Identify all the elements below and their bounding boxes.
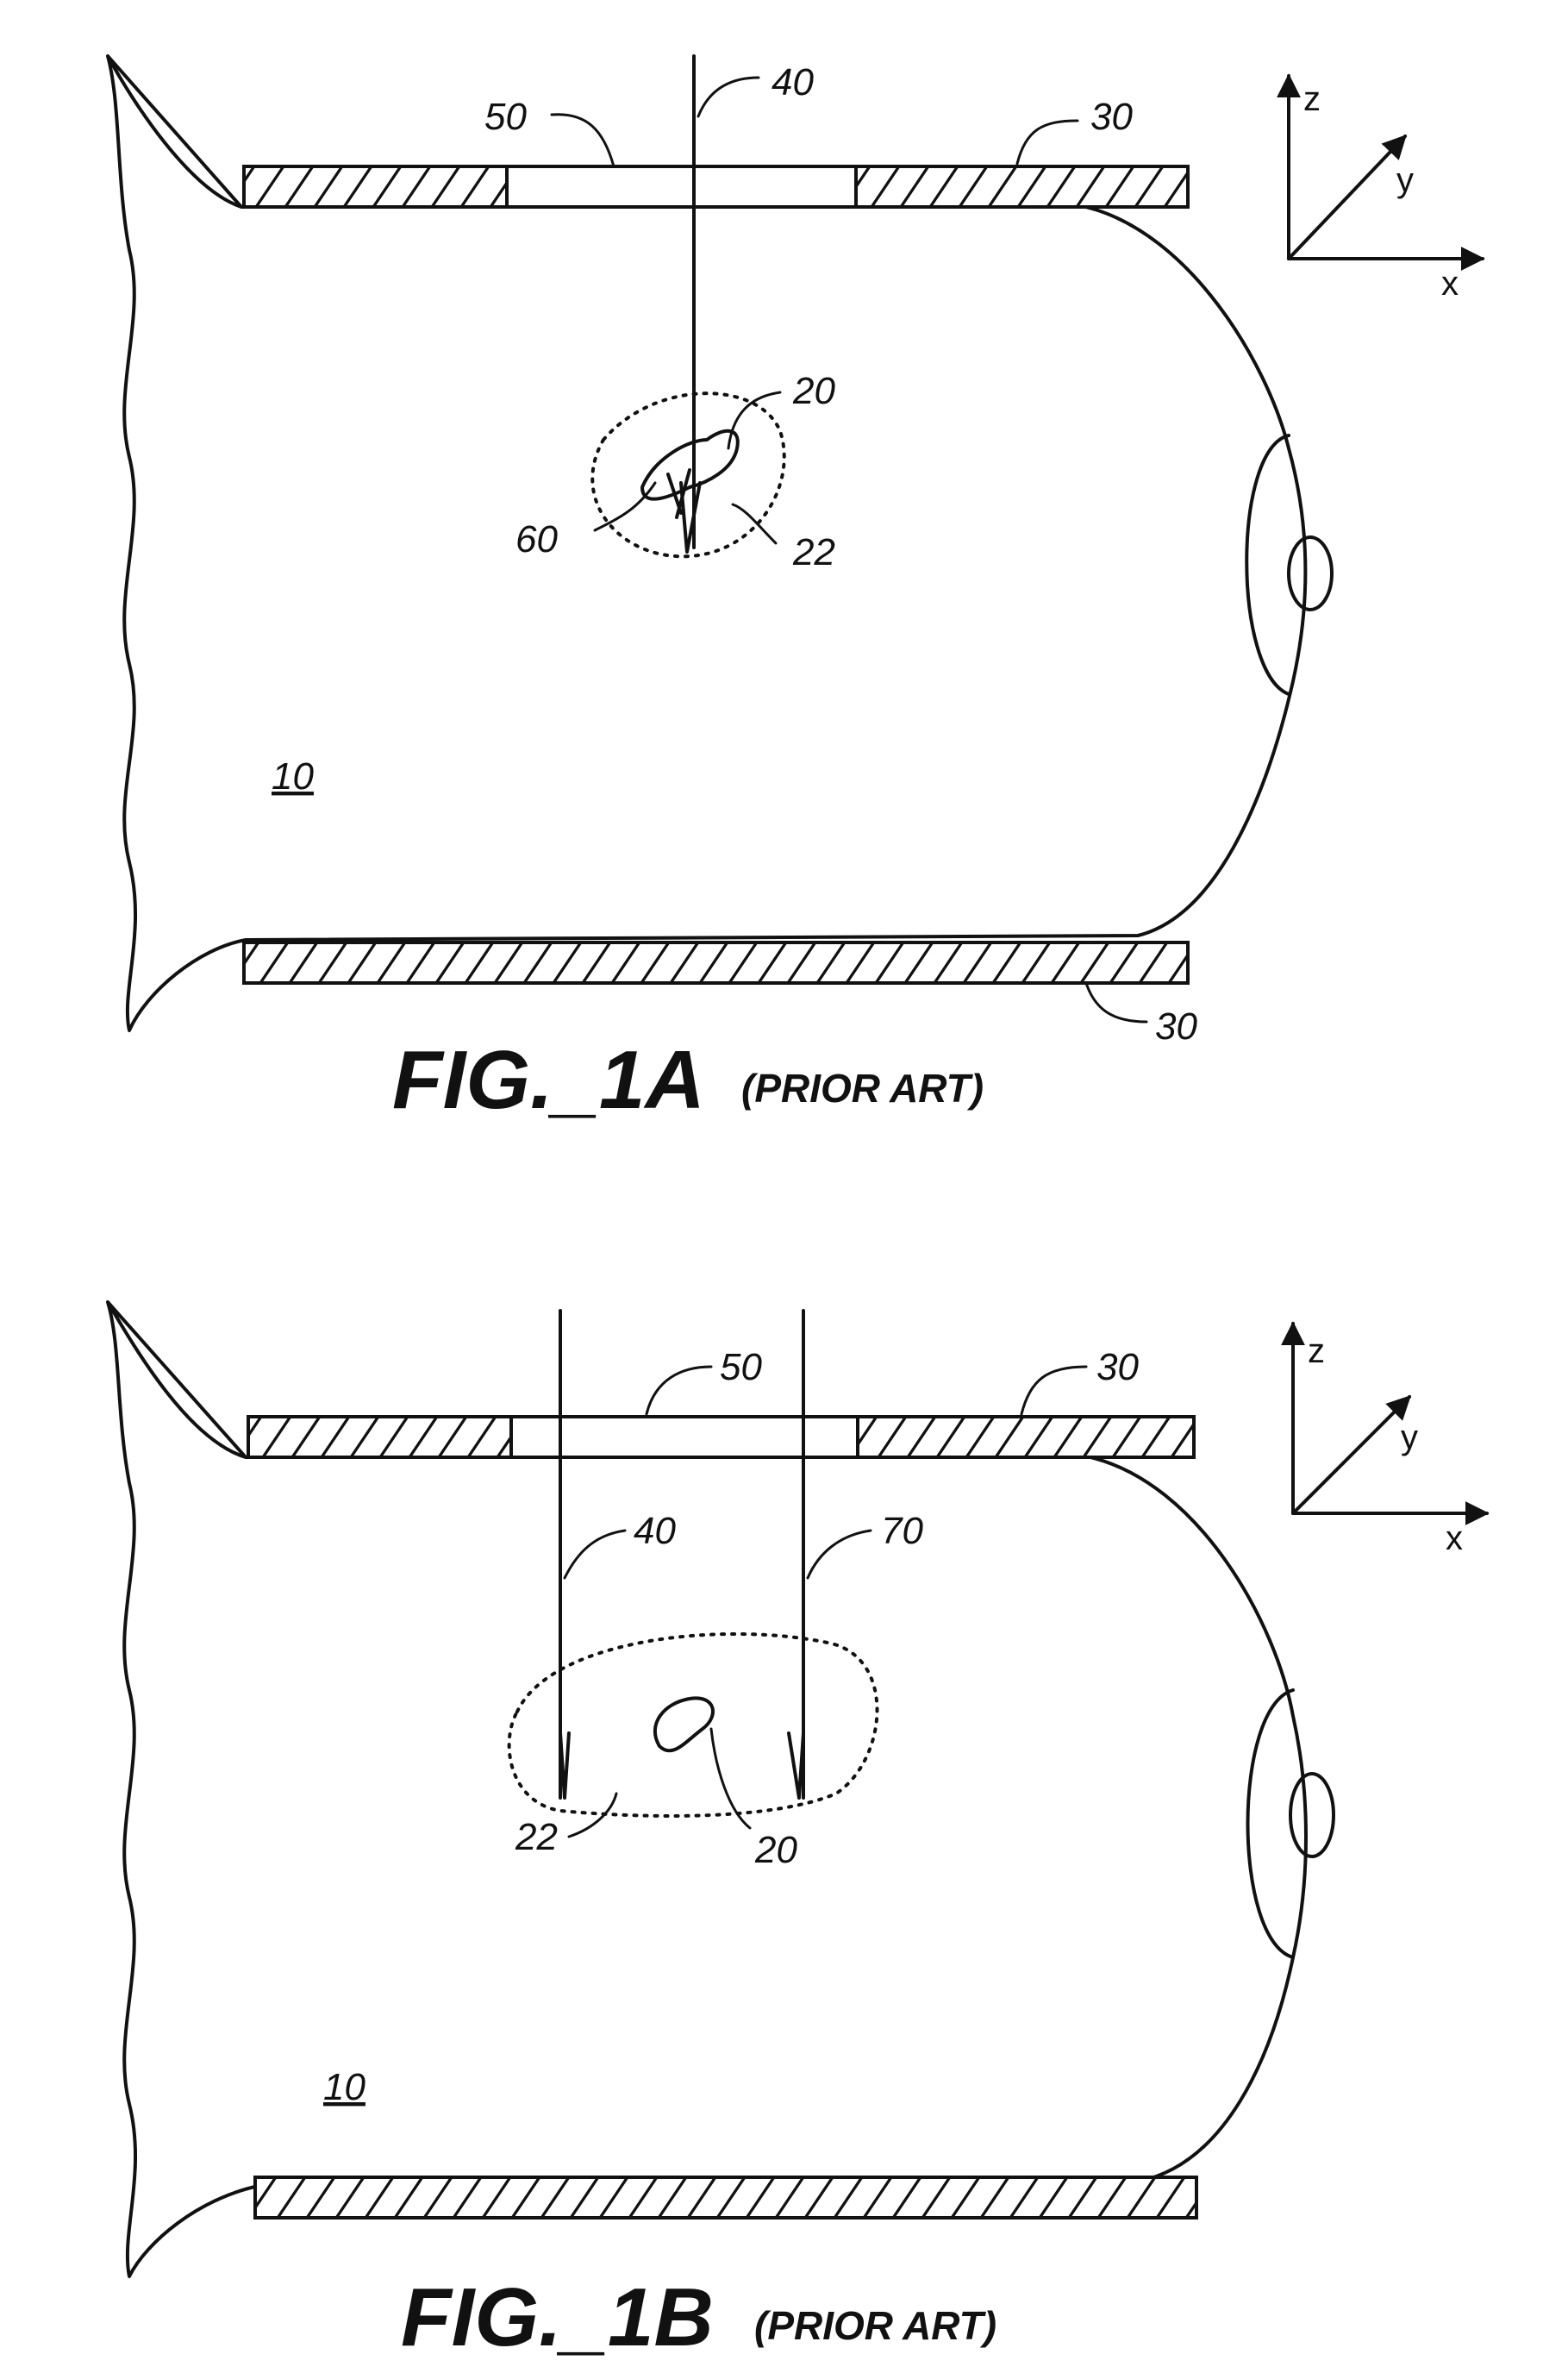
label-70-1b: 70 [881, 1510, 923, 1552]
needle-70-tip-1b [789, 1733, 803, 1798]
nipple-1b [1290, 1774, 1334, 1856]
figure-1a-subtitle: (PRIOR ART) [741, 1066, 984, 1111]
leader-40-1a [698, 78, 759, 116]
upper-plate-right-1b [858, 1417, 1194, 1457]
label-40-1b: 40 [634, 1510, 676, 1552]
axis-z-label-1a: z [1303, 80, 1321, 118]
leader-30-top-1a [1017, 121, 1078, 164]
upper-plate-left-1b [248, 1417, 511, 1457]
nipple-1a [1289, 537, 1332, 610]
label-60-1a: 60 [515, 518, 558, 560]
areola-1a [1246, 435, 1289, 694]
axis-x-label-1b: x [1446, 1519, 1463, 1557]
leader-22-1a [733, 504, 776, 543]
label-50-1b: 50 [720, 1346, 762, 1388]
label-10-1b: 10 [323, 2066, 365, 2108]
axis-z-label-1b: z [1308, 1332, 1325, 1370]
label-20-1b: 20 [754, 1829, 797, 1871]
label-20-1a: 20 [792, 370, 835, 412]
lower-plate-1a [244, 942, 1188, 983]
label-22-1a: 22 [792, 531, 835, 573]
leader-60-1a [595, 483, 655, 530]
leader-50-1b [647, 1367, 711, 1414]
leader-40-1b [565, 1531, 625, 1578]
leader-30-top-1b [1021, 1367, 1086, 1414]
figure-1b-title: FIG._1B [401, 2271, 714, 2364]
axis-y-label-1b: y [1401, 1418, 1418, 1456]
plate-window-1b [511, 1417, 858, 1457]
axes-1a: z y x [1289, 76, 1483, 303]
label-30-top-1a: 30 [1090, 96, 1133, 138]
figure-1b-subtitle: (PRIOR ART) [754, 2303, 996, 2348]
upper-plate-right-1a [856, 166, 1188, 207]
label-40-1a: 40 [772, 61, 814, 103]
upper-plate-left-1a [244, 166, 507, 207]
figure-1a-title: FIG._1A [392, 1034, 705, 1126]
figure-1a: 40 50 30 20 60 22 10 30 z y x FIG._1A (P… [108, 56, 1483, 1126]
label-22-1b: 22 [515, 1816, 558, 1858]
label-30-top-1b: 30 [1096, 1346, 1139, 1388]
label-30-bottom-1a: 30 [1155, 1005, 1197, 1048]
leader-50-1a [552, 115, 614, 166]
figure-1b: 50 30 40 70 22 20 10 z y x FIG._1B (PRIO… [108, 1302, 1487, 2364]
plate-window-1a [507, 166, 856, 207]
lesion-20-1a [642, 431, 738, 499]
label-10-1a: 10 [272, 755, 314, 798]
leader-22-1b [569, 1794, 616, 1837]
leader-70-1b [808, 1531, 871, 1578]
axis-x-label-1a: x [1441, 265, 1459, 303]
leader-30-bottom-1a [1086, 983, 1146, 1022]
axis-y-label-1a: y [1396, 161, 1414, 199]
lesion-20-1b [655, 1698, 713, 1750]
lower-plate-1b [255, 2177, 1196, 2218]
areola-1b [1248, 1690, 1294, 1957]
axes-1b: z y x [1293, 1324, 1487, 1557]
label-50-1a: 50 [484, 96, 527, 138]
